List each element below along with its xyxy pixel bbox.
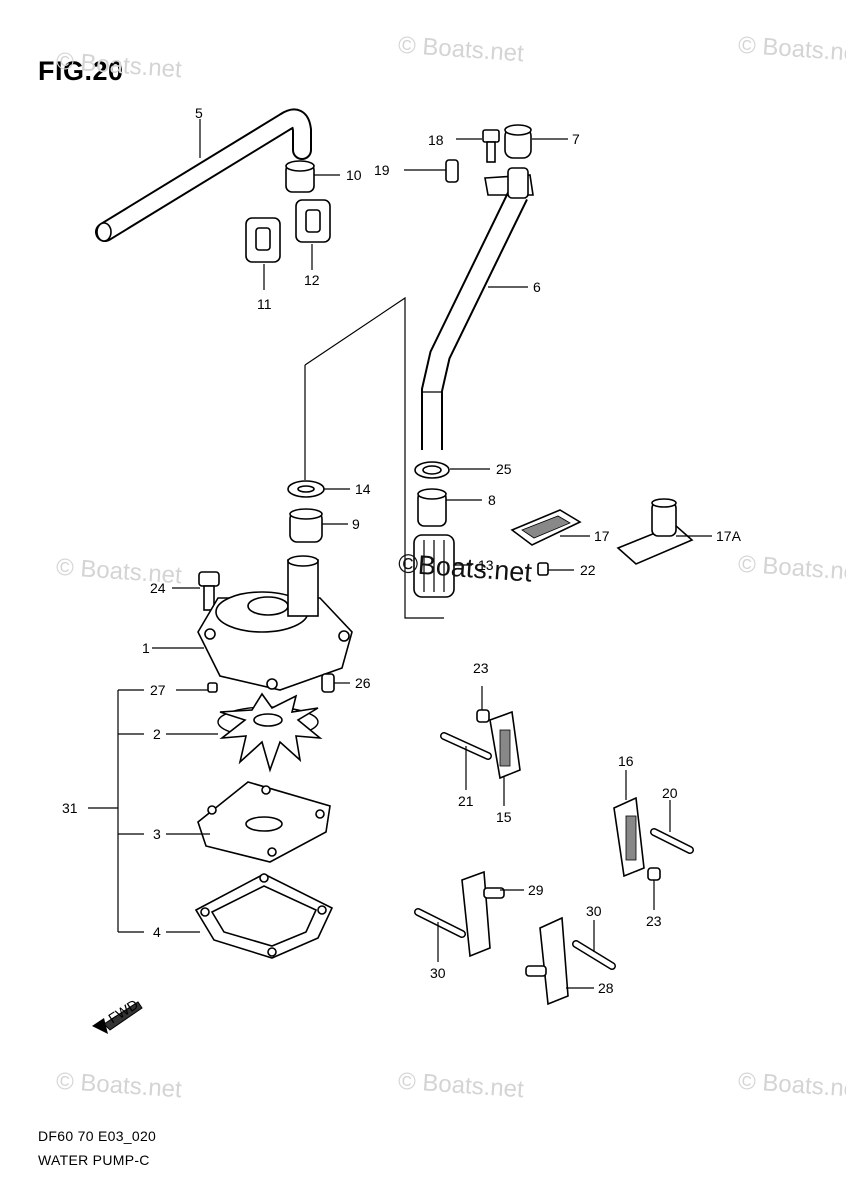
part-8-seal[interactable] [417, 488, 447, 527]
diagram-code: DF60 70 E03_020 [38, 1128, 157, 1144]
part-12-clamp[interactable] [295, 199, 331, 243]
callout-6: 6 [533, 279, 541, 295]
fwd-label: FWD [105, 996, 141, 1026]
callout-4: 4 [153, 924, 161, 940]
callout-28: 28 [598, 980, 614, 996]
callout-18: 18 [428, 132, 444, 148]
callout-17: 17 [594, 528, 610, 544]
callout-1: 1 [142, 640, 150, 656]
callout-23: 23 [473, 660, 489, 676]
part-25-washer[interactable] [414, 461, 450, 479]
callout-13: 13 [478, 557, 494, 573]
part-18-bolt[interactable] [482, 129, 500, 163]
part-2-impeller[interactable] [217, 692, 323, 773]
callout-27: 27 [150, 682, 166, 698]
callout-8: 8 [488, 492, 496, 508]
part-22-screw[interactable] [537, 562, 549, 576]
callout-31: 31 [62, 800, 78, 816]
part-28-bracket[interactable] [525, 916, 569, 1006]
figure-title: FIG.20 [38, 56, 124, 86]
part-20-bolt[interactable] [650, 828, 694, 854]
callout-25: 25 [496, 461, 512, 477]
leader-lines [88, 119, 712, 989]
part-9-seal[interactable] [289, 508, 323, 543]
fwd-arrow-icon: FWD [92, 996, 143, 1034]
diagram-name: WATER PUMP-C [38, 1152, 150, 1168]
callout-5: 5 [195, 105, 203, 121]
callout-7: 7 [572, 131, 580, 147]
part-30-bolt[interactable] [414, 908, 466, 938]
part-23-nut[interactable] [647, 867, 661, 881]
callout-23: 23 [646, 913, 662, 929]
part-16-bracket[interactable] [613, 796, 645, 878]
part-24-bolt[interactable] [198, 571, 220, 611]
callout-16: 16 [618, 753, 634, 769]
part-4-gasket[interactable] [194, 873, 334, 959]
part-7-cap[interactable] [504, 124, 532, 159]
callout-19: 19 [374, 162, 390, 178]
part-1-pump-case[interactable] [197, 555, 353, 691]
callout-30: 30 [430, 965, 446, 981]
callout-24: 24 [150, 580, 166, 596]
callout-30: 30 [586, 903, 602, 919]
part-19-pin[interactable] [445, 159, 459, 183]
callout-21: 21 [458, 793, 474, 809]
part-26-dowel[interactable] [321, 673, 335, 693]
part-10-grommet[interactable] [285, 160, 315, 193]
part-17a-cover[interactable] [616, 498, 694, 565]
callout-10: 10 [346, 167, 362, 183]
callout-15: 15 [496, 809, 512, 825]
part-13-sleeve[interactable] [413, 534, 455, 598]
callout-29: 29 [528, 882, 544, 898]
callout-22: 22 [580, 562, 596, 578]
callout-3: 3 [153, 826, 161, 842]
part-17-plate[interactable] [510, 509, 582, 546]
part-15-bracket[interactable] [489, 710, 521, 780]
part-14-washer[interactable] [287, 480, 325, 498]
part-3-pump-plate[interactable] [197, 781, 331, 863]
part-6-water-tube[interactable] [421, 167, 534, 450]
part-29-bracket[interactable] [461, 870, 505, 958]
callout-11: 11 [257, 296, 272, 312]
callout-12: 12 [304, 272, 320, 288]
part-30-bolt[interactable] [572, 940, 616, 970]
callout-26: 26 [355, 675, 371, 691]
part-11-clamp[interactable] [245, 217, 281, 263]
part-27-key[interactable] [207, 682, 218, 693]
callout-17a: 17A [716, 528, 742, 544]
callout-14: 14 [355, 481, 371, 497]
callout-labels: 5 10 11 12 18 7 19 6 25 8 13 14 9 17 17A… [62, 105, 742, 996]
callout-20: 20 [662, 785, 678, 801]
part-5-hose[interactable] [95, 108, 312, 242]
part-23-nut[interactable] [476, 709, 490, 723]
callout-9: 9 [352, 516, 360, 532]
callout-2: 2 [153, 726, 161, 742]
